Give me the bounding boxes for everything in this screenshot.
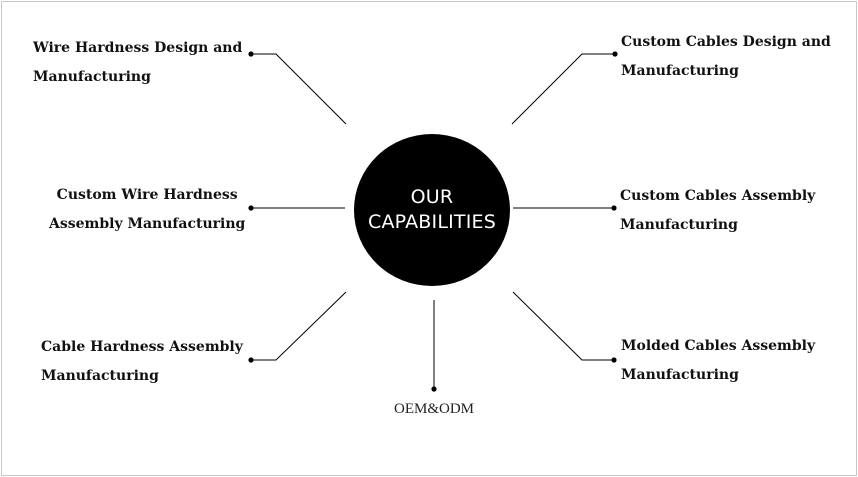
capability-line-2: Manufacturing — [41, 368, 159, 384]
capability-line-2: Manufacturing — [621, 367, 739, 383]
capability-line-1: Custom Cables Assembly — [620, 188, 816, 204]
connector-bottom-left — [251, 291, 347, 361]
dot-bottom-right — [611, 357, 617, 363]
capability-line-2: Manufacturing — [621, 63, 739, 79]
capability-molded-cables-assembly: Molded Cables Assembly Manufacturing — [621, 332, 815, 390]
capability-cable-hardness-assembly: Cable Hardness Assembly Manufacturing — [41, 333, 243, 391]
dot-top-right — [612, 51, 618, 57]
connector-top-right — [511, 53, 614, 125]
connector-top-left — [251, 53, 347, 125]
capability-custom-cables-assembly: Custom Cables Assembly Manufacturing — [620, 182, 815, 240]
capability-line-1: Custom Cables Design and — [621, 34, 831, 50]
capabilities-hub-circle: OUR CAPABILITIES — [354, 134, 510, 286]
dot-middle-right — [611, 205, 617, 211]
hub-title-line-1: OUR — [410, 186, 454, 208]
dot-bottom — [431, 386, 437, 392]
capability-line-2: Assembly Manufacturing — [49, 216, 246, 232]
capability-custom-cables-design: Custom Cables Design and Manufacturing — [621, 28, 831, 86]
capability-custom-wire-hardness-assembly: Custom Wire Hardness Assembly Manufactur… — [49, 181, 245, 239]
capability-line-2: Manufacturing — [33, 69, 151, 85]
capability-line-1: Custom Wire Hardness — [56, 187, 238, 203]
capability-line-2: Manufacturing — [620, 217, 738, 233]
hub-title-line-2: CAPABILITIES — [367, 211, 496, 233]
dot-top-left — [248, 51, 254, 57]
dot-middle-left — [248, 205, 254, 211]
oem-odm-label: OEM&ODM — [393, 401, 474, 417]
dot-bottom-left — [248, 357, 254, 363]
capability-line-1: Wire Hardness Design and — [33, 40, 243, 56]
capability-wire-hardness-design: Wire Hardness Design and Manufacturing — [33, 34, 242, 92]
capability-line-1: Molded Cables Assembly — [621, 338, 816, 354]
connector-bottom-right — [512, 291, 614, 361]
capability-line-1: Cable Hardness Assembly — [41, 339, 243, 355]
